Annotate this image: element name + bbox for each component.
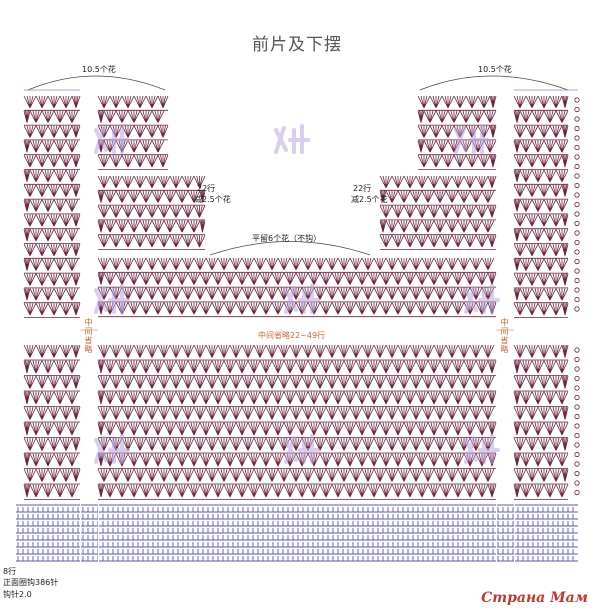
row-marker — [574, 211, 580, 217]
row-marker — [574, 404, 580, 410]
ribbing-gap — [98, 503, 99, 565]
center-omit-label: 中间省略22~49行 — [258, 331, 326, 340]
row-marker — [574, 296, 580, 303]
row-marker — [574, 461, 580, 467]
row-marker — [574, 258, 580, 265]
row-marker — [574, 239, 580, 246]
watermark-glyph — [464, 434, 500, 464]
row-marker — [574, 106, 580, 113]
row-marker — [574, 413, 580, 420]
watermark-glyph — [284, 284, 320, 314]
row-marker — [574, 201, 580, 208]
watermark-glyph — [274, 124, 310, 154]
row-marker — [574, 277, 580, 284]
row-marker — [574, 347, 580, 353]
row-marker — [574, 375, 580, 382]
bottom-stitches-label: 正面圈钩386针 — [3, 578, 59, 587]
left-top-label: 10.5个花 — [82, 65, 116, 74]
row-marker — [574, 249, 580, 255]
row-marker — [574, 144, 580, 151]
row-marker — [574, 470, 580, 477]
row-marker — [574, 173, 580, 179]
watermark-marks — [94, 124, 500, 464]
watermark-glyph — [454, 124, 490, 154]
row-marker — [574, 451, 580, 458]
row-marker — [574, 432, 580, 439]
ribbing-gap — [80, 503, 81, 565]
hook-size-label: 钩针2.0 — [3, 590, 32, 599]
right-top-arc — [419, 75, 569, 91]
row-marker — [574, 182, 580, 189]
watermark-glyph — [284, 434, 320, 464]
row-marker — [574, 306, 580, 312]
row-marker — [574, 268, 580, 274]
left-vertical-label: 中间省略 — [84, 318, 93, 354]
row-marker — [574, 116, 580, 122]
ribbing-stitches — [16, 504, 578, 562]
right-edge-column — [513, 95, 569, 318]
left-top-arc — [27, 75, 166, 91]
row-marker — [574, 163, 580, 170]
row-marker — [574, 423, 580, 429]
left-shoulder-upper — [97, 95, 169, 170]
right-top-label: 10.5个花 — [478, 65, 512, 74]
row-marker — [574, 480, 580, 486]
neck-row-band — [97, 257, 497, 318]
row-marker — [574, 97, 580, 103]
left-shoulder-lower — [97, 175, 206, 250]
right-lower-column — [513, 344, 569, 500]
diagram-title: 前片及下摆 — [252, 35, 342, 55]
watermark-glyph — [94, 434, 130, 464]
left-edge-column — [23, 95, 81, 318]
bottom-rows-label: 8行 — [3, 567, 17, 576]
row-marker — [574, 287, 580, 293]
right-shoulder-lower — [379, 175, 497, 250]
watermark-glyph — [94, 124, 130, 154]
left-dec-rows-label: 22行 — [197, 184, 216, 193]
left-lower-column — [23, 344, 81, 500]
lower-body — [97, 344, 497, 500]
row-marker — [574, 125, 580, 132]
row-marker — [574, 442, 580, 448]
row-marker — [574, 192, 580, 198]
left-dec-flowers-label: 减2.5个花 — [194, 195, 231, 204]
row-marker — [574, 356, 580, 363]
right-vertical-label: 中间省略 — [500, 318, 509, 354]
row-marker — [574, 394, 580, 401]
ribbing-gap — [496, 503, 497, 565]
row-marker — [574, 220, 580, 227]
row-marker — [574, 489, 580, 496]
center-arc — [209, 241, 371, 256]
brand-watermark: Страна Мам — [481, 590, 588, 606]
right-dec-flowers-label: 减2.5个花 — [351, 195, 388, 204]
ribbing-gap — [514, 503, 515, 565]
row-marker — [574, 385, 580, 391]
right-dec-rows-label: 22行 — [353, 184, 372, 193]
row-marker — [574, 366, 580, 372]
watermark-glyph — [464, 284, 500, 314]
center-flat-label: 平留6个花（不钩） — [252, 234, 322, 243]
measure-arcs — [24, 75, 578, 331]
row-marker — [574, 135, 580, 141]
right-shoulder-upper — [417, 95, 497, 170]
row-marker — [574, 230, 580, 236]
watermark-glyph — [94, 284, 130, 314]
fan-stitch-pattern — [23, 95, 580, 500]
row-marker — [574, 154, 580, 160]
bottom-ribbing — [16, 503, 578, 565]
